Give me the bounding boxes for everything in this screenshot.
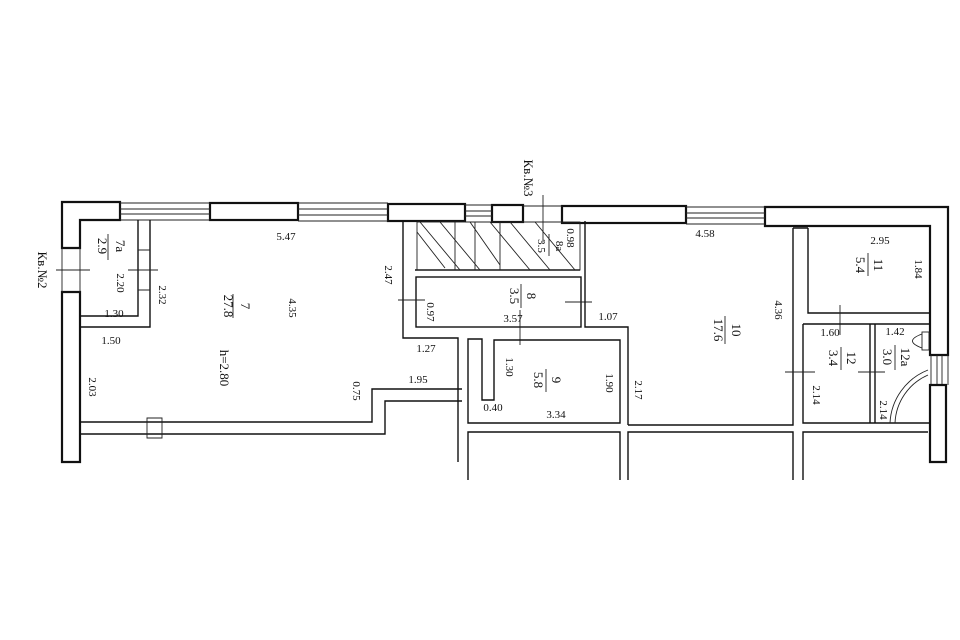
svg-text:3.5: 3.5 (535, 239, 547, 253)
door-room-7a (128, 249, 158, 291)
neighbor-apt2-label: Кв.№2 (35, 252, 50, 289)
room-label-8a: 8а 3.5 (535, 234, 565, 256)
svg-text:0.98: 0.98 (564, 228, 576, 248)
wall-room-10 (584, 221, 794, 426)
svg-text:7а: 7а (113, 240, 128, 253)
svg-text:0.75: 0.75 (350, 381, 362, 401)
exterior-wall-left (60, 290, 82, 464)
room-label-12a: 12а 3.0 (880, 345, 913, 370)
ceiling-height-label: h=2.80 (217, 350, 232, 387)
wall-room-7a (80, 220, 151, 328)
svg-text:11: 11 (871, 259, 886, 272)
svg-text:5.8: 5.8 (531, 372, 546, 388)
column (146, 417, 163, 439)
svg-text:1.27: 1.27 (416, 343, 436, 355)
room-11-outline (793, 227, 930, 314)
room-label-8: 8 3.5 (507, 284, 539, 308)
door-to-apt2 (56, 248, 90, 292)
svg-text:1.95: 1.95 (408, 374, 428, 386)
svg-text:7: 7 (238, 303, 253, 310)
svg-text:27.8: 27.8 (221, 295, 236, 318)
svg-text:4.35: 4.35 (286, 298, 298, 318)
exterior-wall-right (928, 383, 948, 464)
rooms-12-outline (802, 323, 930, 424)
svg-text:2.47: 2.47 (382, 265, 394, 285)
svg-text:3.34: 3.34 (546, 409, 566, 421)
svg-text:3.4: 3.4 (826, 350, 841, 367)
svg-text:1.50: 1.50 (101, 335, 121, 347)
stair-hatching-room-8a (416, 221, 581, 271)
svg-text:9: 9 (549, 377, 564, 384)
svg-text:3.0: 3.0 (880, 349, 895, 365)
room-label-12: 12 3.4 (826, 347, 859, 370)
svg-text:1.42: 1.42 (885, 326, 904, 338)
svg-text:2.14: 2.14 (810, 385, 822, 405)
exterior-wall-top (60, 200, 950, 357)
svg-text:1.84: 1.84 (912, 259, 924, 279)
svg-text:1.30: 1.30 (503, 357, 515, 377)
svg-text:4.58: 4.58 (695, 228, 715, 240)
svg-text:1.60: 1.60 (820, 327, 840, 339)
svg-text:2.14: 2.14 (877, 400, 889, 420)
svg-text:8а: 8а (553, 241, 565, 252)
svg-text:12а: 12а (898, 348, 913, 367)
svg-text:8: 8 (524, 293, 539, 300)
room-label-11: 11 5.4 (853, 253, 886, 276)
wall-room-7-bottom (80, 388, 462, 435)
svg-text:2.20: 2.20 (114, 273, 126, 293)
neighbor-apt3-label: Кв.№3 (521, 160, 536, 197)
wall-stair-block (402, 221, 580, 462)
room-label-10: 10 17.6 (711, 316, 744, 344)
svg-text:17.6: 17.6 (711, 319, 726, 342)
svg-text:1.30: 1.30 (104, 308, 124, 320)
svg-text:5.47: 5.47 (276, 231, 296, 243)
svg-text:3.5: 3.5 (507, 288, 522, 304)
toilet-icon (912, 331, 930, 351)
svg-text:0.40: 0.40 (483, 402, 503, 414)
svg-text:5.4: 5.4 (853, 257, 868, 274)
svg-text:2.03: 2.03 (86, 377, 98, 397)
svg-text:4.36: 4.36 (772, 300, 784, 320)
lower-rooms (79, 423, 931, 480)
room-label-7a: 7а 2.9 (95, 234, 128, 260)
svg-text:1.90: 1.90 (603, 373, 615, 393)
room-9-outline (467, 338, 621, 424)
svg-text:12: 12 (844, 352, 859, 365)
svg-text:3.57: 3.57 (503, 313, 523, 325)
svg-text:0.97: 0.97 (424, 302, 436, 322)
svg-text:10: 10 (729, 324, 744, 337)
shower-icon (889, 369, 929, 424)
svg-text:2.17: 2.17 (632, 380, 644, 400)
room-label-7: 7 27.8 (221, 294, 253, 318)
svg-text:2.9: 2.9 (95, 238, 110, 254)
room-label-9: 9 5.8 (531, 369, 564, 392)
room-8-outline (415, 276, 582, 328)
dimension-labels: 5.47 4.35 2.20 2.32 1.30 1.50 2.03 0.75 … (86, 228, 924, 421)
door-room-8 (398, 299, 592, 345)
svg-text:2.32: 2.32 (156, 285, 168, 304)
svg-text:1.07: 1.07 (598, 311, 618, 323)
svg-text:2.95: 2.95 (870, 235, 890, 247)
